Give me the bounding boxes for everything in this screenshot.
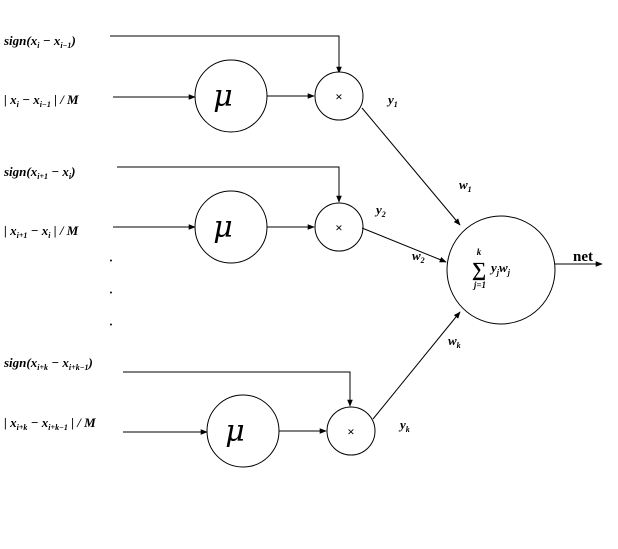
- magnitude-input-2-label: | xi+1 − xi | / M: [4, 223, 79, 240]
- sign-line-k: [123, 371, 353, 407]
- mu-symbol-k: μ: [225, 414, 245, 449]
- multiply-node-k: [326, 406, 376, 456]
- sum-sigma-symbol: ∑: [472, 259, 486, 281]
- sign-input-k-label: sign(xi+k − xi+k−1): [3, 355, 93, 372]
- ellipsis-dot-2: •: [110, 289, 113, 297]
- output-label-y1: y1: [386, 92, 398, 109]
- sum-upper-limit: k: [477, 247, 482, 257]
- summation-node: [446, 215, 556, 325]
- multiply-symbol-1: ×: [335, 89, 342, 104]
- mu-symbol-2: μ: [213, 210, 233, 245]
- multiply-symbol-k: ×: [347, 424, 354, 439]
- multiply-node-1: [314, 71, 364, 121]
- sign-input-2-label: sign(xi+1 − xi): [3, 164, 75, 181]
- weight-label-w2: w2: [412, 248, 425, 265]
- output-net-label: net: [573, 249, 593, 265]
- weight-line-2: [361, 227, 447, 263]
- weight-label-w1: w1: [459, 177, 472, 194]
- sign-line-1: [110, 35, 342, 74]
- multiply-symbol-2: ×: [335, 220, 342, 235]
- output-label-y2: y2: [374, 202, 386, 219]
- sum-lower-limit: j=1: [472, 280, 486, 290]
- weight-label-wk: wk: [448, 333, 461, 350]
- multiply-node-2: [314, 202, 364, 252]
- output-label-yk: yk: [398, 417, 410, 434]
- sign-line-2: [117, 166, 342, 203]
- ellipsis-dot-3: •: [110, 321, 113, 329]
- magnitude-input-1-label: | xi − xi−1 | / M: [4, 92, 79, 109]
- mu-symbol-1: μ: [213, 79, 233, 114]
- magnitude-input-k-label: | xi+k − xi+k−1 | / M: [4, 415, 96, 432]
- weight-line-k: [372, 311, 461, 420]
- sum-term: yjwj: [489, 260, 511, 277]
- ellipsis-dot-1: •: [110, 257, 113, 265]
- weight-line-1: [361, 107, 461, 226]
- sign-input-1-label: sign(xi − xi−1): [3, 33, 76, 50]
